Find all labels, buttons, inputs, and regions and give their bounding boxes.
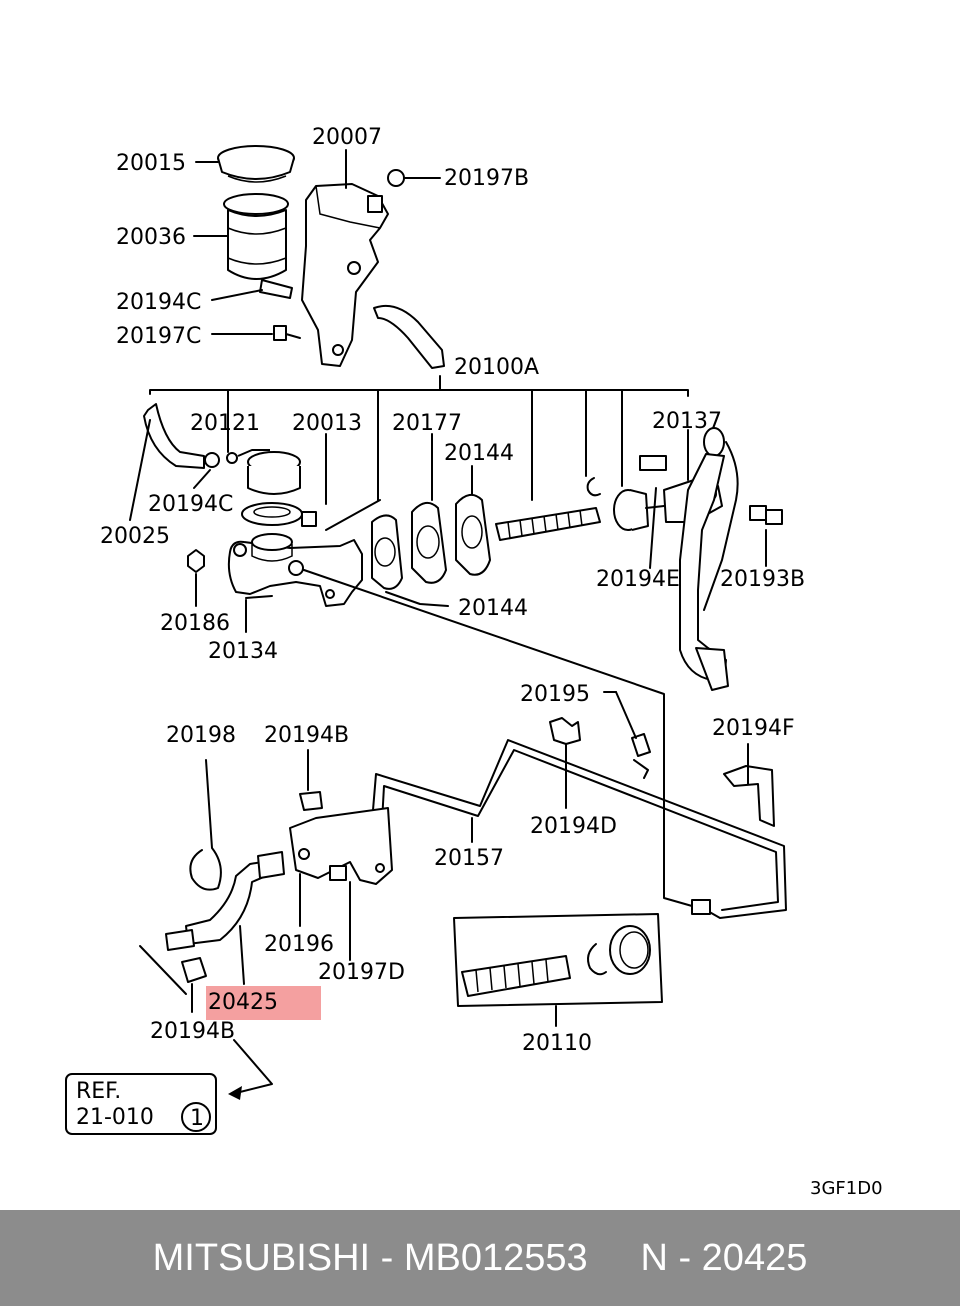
piston-spring [495,507,601,541]
label-20195: 20195 [520,682,590,707]
label-20025: 20025 [100,524,170,549]
bracket-20194F [723,765,775,827]
label-20134: 20134 [208,639,278,664]
label-20194B-a: 20194B [264,723,349,748]
pedal-arm [679,427,739,691]
band-20198 [189,759,222,891]
ref-line2: 21-010 [76,1105,154,1130]
bleeder-20134 [245,595,273,599]
ref-box [65,1073,217,1135]
label-20100A: 20100A [454,355,539,380]
label-20194E: 20194E [596,567,680,592]
clip-20194D [549,717,581,745]
label-20425: 20425 [208,990,278,1015]
bracket-20196 [289,807,393,885]
label-20157: 20157 [434,846,504,871]
label-20194F: 20194F [712,716,795,741]
snap-ring-upper [586,477,601,497]
parts-diagram: 20015 20007 20197B 20036 20194C 20197C 2… [65,125,883,1199]
label-20198: 20198 [166,723,236,748]
gasket-3-20144 [455,493,491,576]
label-20110: 20110 [522,1031,592,1056]
hose-20025 [143,403,205,469]
label-20197C: 20197C [116,324,201,349]
bleeder-fitting [691,899,711,915]
bolt-20197C [273,325,301,341]
diagram-code: 3GF1D0 [810,1178,883,1199]
clip-20194C-upper [204,452,238,468]
label-20137: 20137 [652,409,722,434]
label-20015: 20015 [116,151,186,176]
bolt-20013 [301,511,317,527]
boot-20137 [613,489,649,531]
clip-20194B-lower [181,957,207,983]
nut-20186 [187,549,205,573]
reservoir-tank [223,193,293,299]
label-20193B: 20193B [720,567,805,592]
label-20144-a: 20144 [444,441,514,466]
reservoir-adapter-20121 [237,449,301,495]
clip-20194B-upper [299,791,323,811]
label-20194B-b: 20194B [150,1019,235,1044]
label-20013: 20013 [292,411,362,436]
ref-circle-number: 1 [190,1106,204,1131]
label-20144-b: 20144 [458,596,528,621]
highlight-box [206,986,321,1020]
reservoir-bracket [301,183,389,367]
master-cylinder-body [227,533,363,607]
clip-20195 [631,733,651,779]
gasket-2-20177 [411,501,447,584]
label-20197D: 20197D [318,960,405,985]
footer-text: MITSUBISHI - MB012553 N - 20425 [152,1236,808,1279]
label-20007: 20007 [312,125,382,150]
label-20194C-b: 20194C [148,492,233,517]
reservoir-cap [217,145,295,183]
bolt-20197D [329,865,347,881]
label-20194C-a: 20194C [116,290,201,315]
label-20186: 20186 [160,611,230,636]
footer-bar: MITSUBISHI - MB012553 N - 20425 [0,1210,960,1306]
label-20196: 20196 [264,932,334,957]
bolt-20197B [387,169,413,187]
seal-20013 [241,502,303,526]
label-20121: 20121 [190,411,260,436]
label-20194D: 20194D [530,814,617,839]
label-20197B: 20197B [444,166,529,191]
bolt-20193B [749,505,783,525]
hose-20425 [165,851,285,951]
repair-kit-20110 [453,913,663,1007]
ref-line1: REF. [76,1079,121,1104]
ref-circle [181,1102,211,1132]
gasket-1 [371,514,403,590]
label-20177: 20177 [392,411,462,436]
reservoir-hose [373,304,445,369]
label-20036: 20036 [116,225,186,250]
